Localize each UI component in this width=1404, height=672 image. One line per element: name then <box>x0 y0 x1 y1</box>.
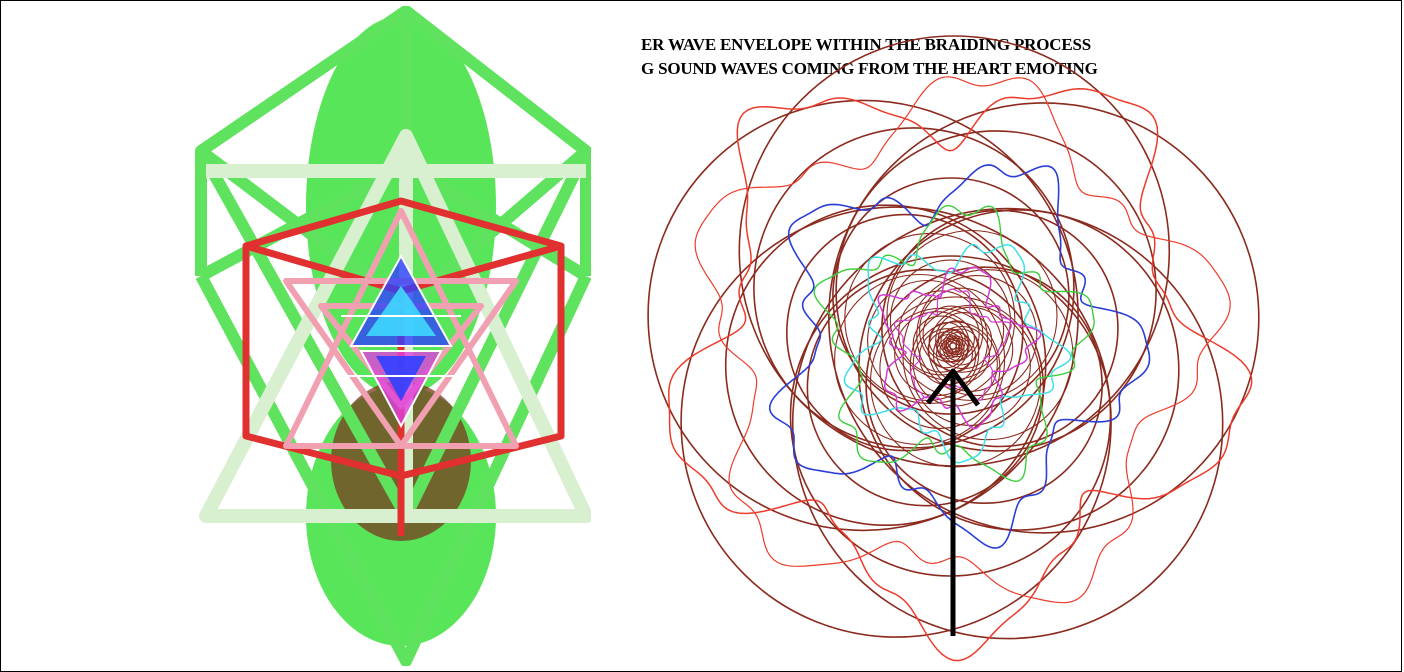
red-wave-envelope <box>668 88 1253 662</box>
green-wave-envelope <box>813 204 1095 483</box>
petal-circle <box>647 99 1079 532</box>
red-wave-envelope <box>694 76 1231 604</box>
caption-line-2: G SOUND WAVES COMING FROM THE HEART EMOT… <box>641 59 1098 78</box>
magenta-wave-envelope <box>893 288 1012 401</box>
petal-circle <box>935 312 993 370</box>
petal-circle <box>902 269 1074 441</box>
petal-circle <box>939 339 963 363</box>
petal-circle <box>949 339 963 353</box>
petal-circle <box>835 130 1157 452</box>
inner-core <box>341 253 461 429</box>
magenta-wave-envelope <box>877 266 1042 430</box>
petal-circle <box>865 266 1103 505</box>
petal-circle <box>791 207 1224 640</box>
petal-circle <box>827 102 1260 534</box>
heart-arrow <box>926 368 981 636</box>
wave-envelope-diagram <box>647 35 1260 662</box>
petal-circle <box>909 304 1031 426</box>
petal-circle <box>806 268 1045 507</box>
petal-circle <box>944 337 958 351</box>
caption-line-1: ER WAVE ENVELOPE WITHIN THE BRAIDING PRO… <box>641 35 1092 54</box>
petal-circle <box>898 290 984 376</box>
petal-circle <box>937 320 975 358</box>
petal-circle <box>919 287 1005 373</box>
petal-circle <box>943 341 958 355</box>
blue-wave-envelope <box>768 164 1151 549</box>
petal-circle <box>916 275 1038 397</box>
petal-circle <box>881 209 1119 448</box>
arrow-head <box>926 368 981 407</box>
cyan-wave-envelope <box>843 243 1072 464</box>
petal-circle <box>940 329 964 353</box>
sacred-geometry-illustration <box>195 6 591 666</box>
wave-layer <box>647 35 1260 662</box>
